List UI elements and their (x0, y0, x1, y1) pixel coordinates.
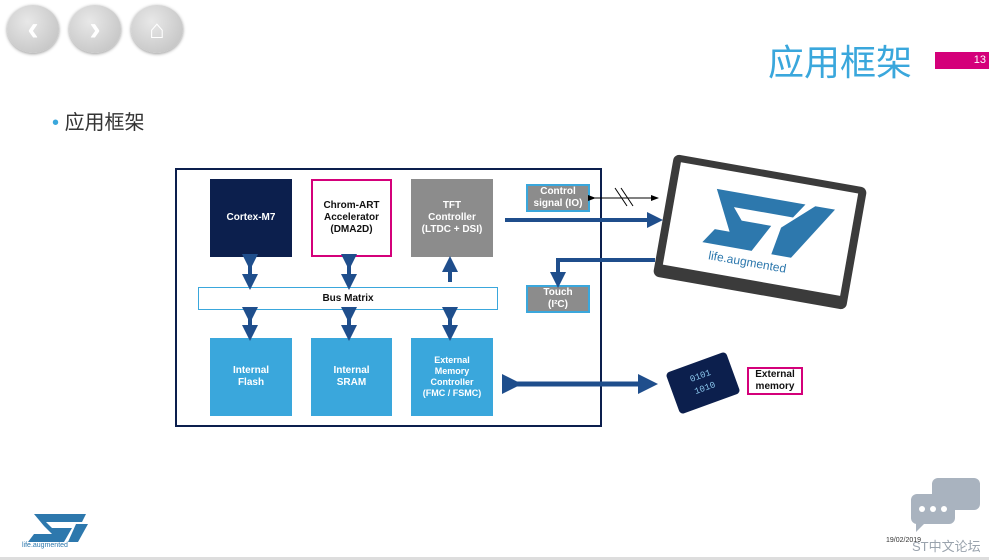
bullet-text: 应用框架 (64, 112, 145, 134)
chevron-left-icon: ‹ (27, 9, 39, 48)
chevron-right-icon: › (89, 9, 101, 48)
mcu-frame (175, 168, 602, 427)
cortex-m7-block: Cortex-M7 (210, 179, 292, 257)
tft-controller-block: TFT Controller (LTDC + DSI) (411, 179, 493, 257)
internal-flash-block: Internal Flash (210, 338, 292, 416)
touch-arrow (550, 258, 655, 288)
fmc-block: External Memory Controller (FMC / FSMC) (411, 338, 493, 416)
display-image (653, 154, 867, 310)
forum-watermark: ST中文论坛 (912, 539, 981, 554)
forward-button[interactable]: › (69, 5, 121, 53)
home-icon: ⌂ (149, 13, 165, 44)
bottom-divider (0, 557, 989, 560)
internal-sram-block: Internal SRAM (311, 338, 392, 416)
bullet-item: • 应用框架 (52, 112, 145, 134)
page-title: 应用框架 (768, 42, 913, 83)
back-button[interactable]: ‹ (7, 5, 59, 53)
footer-tagline: life.augmented (22, 542, 68, 549)
home-button[interactable]: ⌂ (131, 5, 183, 53)
control-signal-block: Control signal (IO) (526, 184, 590, 212)
page-number: 13 (935, 52, 989, 69)
footer-date: 19/02/2019 (886, 537, 922, 544)
external-memory-label: External memory (747, 367, 803, 395)
memory-chip-icon: 0101 1010 (666, 352, 740, 414)
